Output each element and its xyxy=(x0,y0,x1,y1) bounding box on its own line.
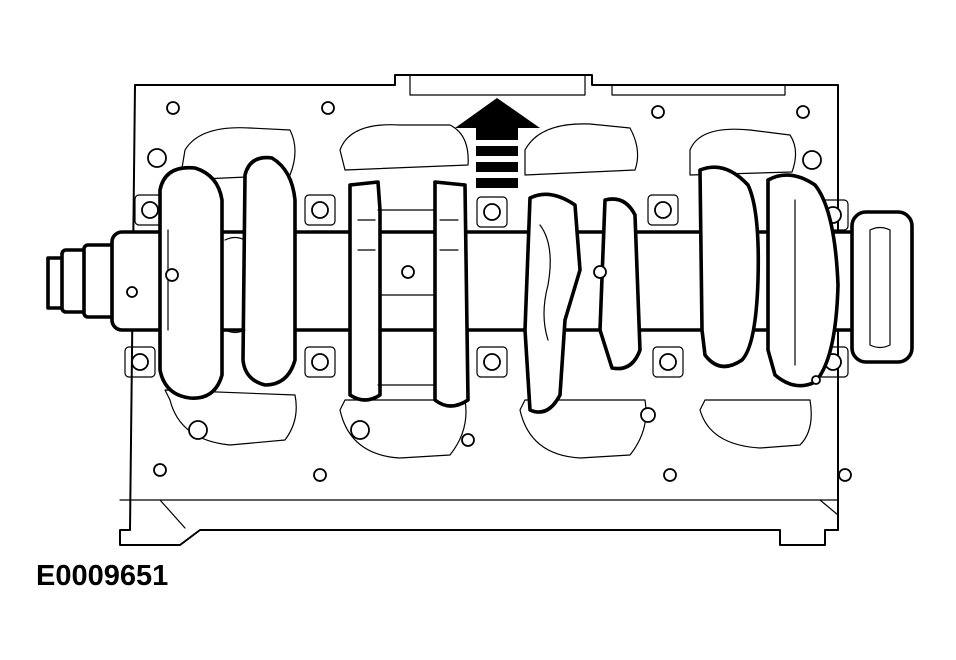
figure-reference-code: E0009651 xyxy=(36,560,169,592)
crankshaft xyxy=(46,155,914,414)
up-arrow-icon xyxy=(455,98,540,188)
